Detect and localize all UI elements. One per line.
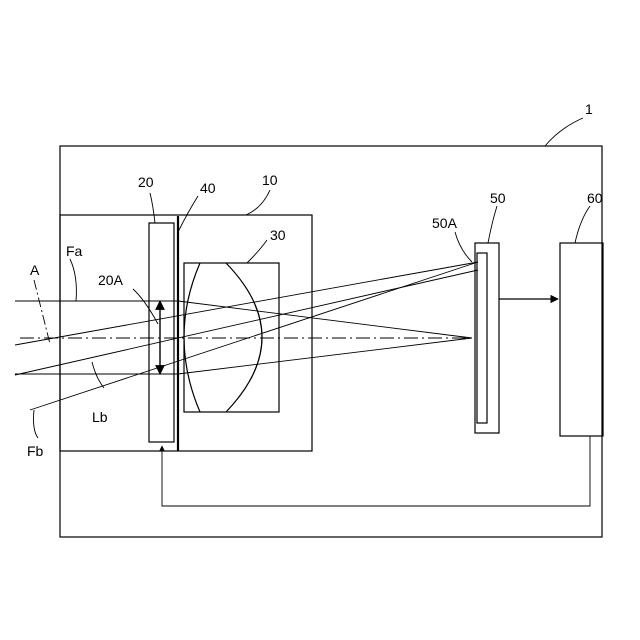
processor-60: [560, 243, 603, 436]
label-axis-a: A: [30, 262, 40, 278]
axis-leader: [34, 280, 50, 344]
ray-bundle: [15, 262, 478, 410]
sensor-surface-50a: [477, 253, 487, 423]
label-element-20: 20: [138, 174, 154, 190]
label-ray-lb: Lb: [92, 409, 108, 425]
label-plate-40: 40: [200, 180, 216, 196]
device-box: [60, 146, 602, 537]
label-housing: 10: [262, 172, 278, 188]
label-aperture-20a: 20A: [98, 272, 124, 288]
label-sensor-surface-50a: 50A: [432, 215, 458, 231]
element-20: [149, 223, 174, 442]
lens-30: [184, 263, 279, 412]
label-ray-fa: Fa: [66, 243, 83, 259]
label-sensor-50: 50: [490, 190, 506, 206]
label-device: 1: [585, 101, 593, 117]
label-processor-60: 60: [587, 190, 603, 206]
label-lens-30: 30: [270, 227, 286, 243]
feedback-path: [162, 436, 590, 506]
label-ray-fb: Fb: [27, 443, 44, 459]
